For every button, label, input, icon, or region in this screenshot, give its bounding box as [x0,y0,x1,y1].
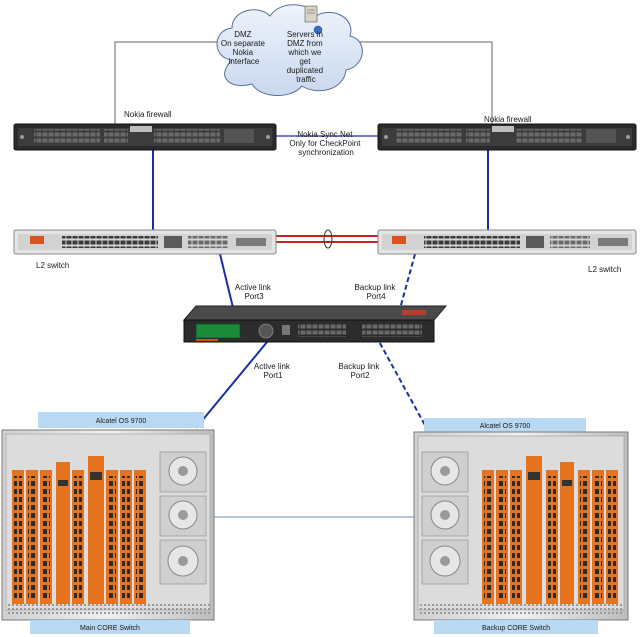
svg-text:Active link Port3: Active link Port3 [235,283,273,301]
sync-net-line2: Only for CheckPoint [289,139,361,148]
l2-switch-left-label: L2 switch [36,261,69,270]
link-backup-port4 [397,253,416,317]
firewall-right [377,123,637,151]
link-cloud-right-fw [338,41,493,128]
l2-switch-right-label: L2 switch [588,265,621,274]
line-cards-backup [482,456,618,604]
backup-port2-line1: Backup link [338,362,380,371]
core-switch-backup: Alcatel OS 9700 [413,418,629,634]
link-backup-port2 [375,335,433,439]
sync-net-line1: Nokia Sync Net [297,130,353,139]
cloud-servers-line6: traffic [296,75,315,84]
server-icon [304,5,318,23]
fan-tray-backup [421,451,469,585]
svg-text:Servers in DMZ from: Servers in DMZ from which we get duplica… [287,30,326,84]
backup-port2-line2: Port2 [350,371,370,380]
cloud-dmz-line3: Nokia [233,48,254,57]
firewall-left-label: Nokia firewall [124,110,172,119]
cloud-servers-line1: Servers in [287,30,323,39]
globe-icon [313,25,323,35]
l2-switch-right [377,229,637,255]
svg-text:DMZ On separate No: DMZ On separate Nokia interface [221,30,267,66]
trunk-bundle-ring [323,229,333,249]
link-cloud-left-fw [114,41,228,128]
fan-tray-main [159,451,207,585]
backup-port4-line2: Port4 [366,292,386,301]
core-main-bottom-label: Main CORE Switch [80,625,140,632]
active-port1-line1: Active link [254,362,291,371]
cloud-servers-line2: DMZ from [287,39,323,48]
core-backup-bottom-label: Backup CORE Switch [482,625,550,632]
fortinet-appliance [182,305,448,343]
active-port3-line2: Port3 [244,292,264,301]
cloud-servers-line3: which we [287,48,321,57]
core-switch-main: Alcatel OS 9700 [1,412,215,634]
firewall-right-label: Nokia firewall [484,115,532,124]
dmz-cloud: DMZ On separate Nokia interface Servers … [216,4,363,97]
link-active-port1 [195,335,273,429]
cloud-dmz-line1: DMZ [234,30,251,39]
backup-port4-line1: Backup link [354,283,396,292]
cloud-servers-line4: get [299,57,311,66]
l2-switch-left [13,229,277,255]
active-port1-line2: Port1 [263,371,283,380]
core-main-top-label: Alcatel OS 9700 [96,418,147,425]
line-cards-main [12,456,146,604]
svg-text:Backup link Port4: Backup link Port4 [354,283,397,301]
sync-net-line3: synchronization [298,148,354,157]
cloud-servers-line5: duplicated [287,66,323,75]
svg-text:Backup link Port2: Backup link Port2 [338,362,381,380]
svg-text:Nokia Sync Net Only for Ch: Nokia Sync Net Only for CheckPoint synch… [289,130,362,157]
cloud-dmz-line2: On separate [221,39,266,48]
core-backup-top-label: Alcatel OS 9700 [480,423,531,430]
svg-text:Active link Port1: Active link Port1 [254,362,292,380]
firewall-left [13,123,277,151]
active-port3-line1: Active link [235,283,272,292]
cloud-dmz-line4: interface [229,57,260,66]
